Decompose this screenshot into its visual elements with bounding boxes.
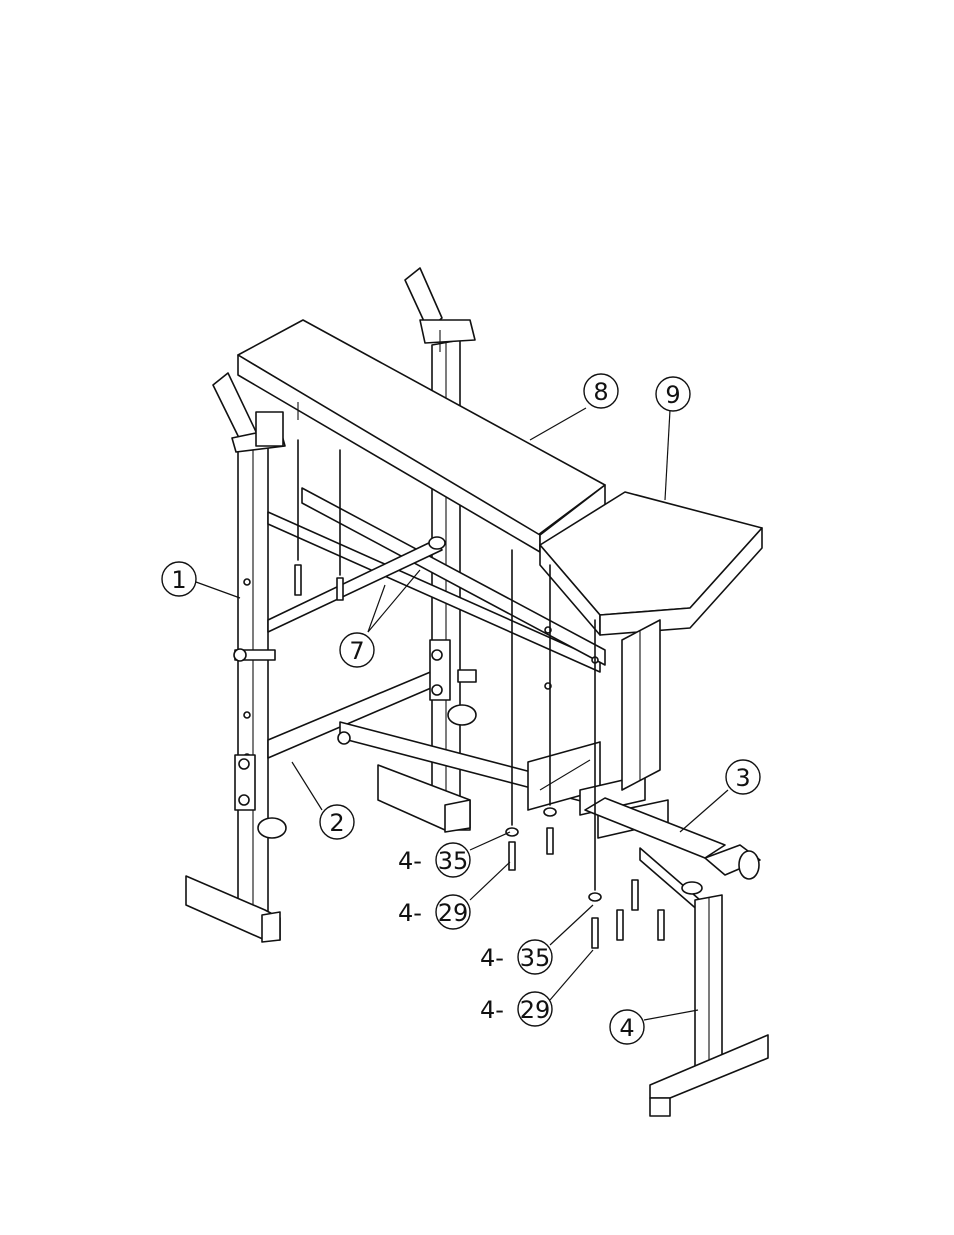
hardware-prefix: 4- (480, 944, 504, 972)
callout-2-label: 2 (329, 809, 344, 837)
hardware-callout-35-lower: 4- 35 (480, 940, 552, 974)
hardware-callout-29-lower: 4- 29 (480, 992, 552, 1026)
hardware-callout-35-upper: 4- 35 (398, 843, 470, 877)
callout-3: 3 (726, 760, 760, 794)
callout-8-label: 8 (593, 378, 608, 406)
hardware-prefix: 4- (398, 847, 422, 875)
callout-7-label: 7 (349, 637, 364, 665)
callout-1-label: 1 (171, 566, 186, 594)
callout-1: 1 (162, 562, 196, 596)
callout-9: 9 (656, 377, 690, 411)
hardware-prefix: 4- (480, 996, 504, 1024)
callout-8: 8 (584, 374, 618, 408)
callout-4-label: 4 (619, 1014, 634, 1042)
front-upright-frame (186, 373, 286, 942)
front-leg-part-4 (650, 895, 768, 1116)
front-leg-crossbar-part-3 (585, 798, 760, 912)
hardware-label: 29 (438, 899, 469, 927)
callout-9-label: 9 (665, 381, 680, 409)
hardware-callout-29-upper: 4- 29 (398, 895, 470, 929)
seat-support-post (622, 620, 660, 790)
hardware-label: 35 (438, 847, 469, 875)
callout-3-label: 3 (735, 764, 750, 792)
callout-2: 2 (320, 805, 354, 839)
callout-7: 7 (340, 633, 374, 667)
hardware-label: 35 (520, 944, 551, 972)
callout-4: 4 (610, 1010, 644, 1044)
hardware-label: 29 (520, 996, 551, 1024)
hardware-prefix: 4- (398, 899, 422, 927)
back-pad (238, 320, 605, 552)
